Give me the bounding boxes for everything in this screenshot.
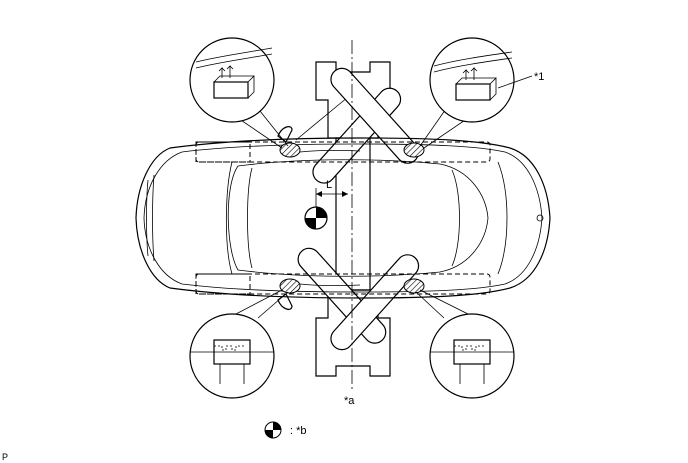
rocker-panels <box>195 141 491 295</box>
corner-code: P <box>2 452 8 462</box>
detail-top-right: *1 <box>419 37 544 149</box>
detail-top-left <box>189 37 289 149</box>
lift-pads <box>279 142 425 294</box>
center-of-gravity-icon <box>304 206 328 230</box>
legend: : *b <box>264 421 307 439</box>
legend-cog-icon <box>264 421 282 439</box>
vehicle-outline <box>135 126 551 310</box>
lift-arms <box>295 67 420 351</box>
center-line-label: *a <box>344 395 355 407</box>
detail-bottom-right <box>415 289 515 399</box>
dim-L-label: L <box>326 179 332 191</box>
callout-1: *1 <box>534 71 544 83</box>
dimension-L: L <box>315 179 348 210</box>
detail-bottom-left <box>189 289 289 399</box>
legend-label: : *b <box>290 425 307 437</box>
